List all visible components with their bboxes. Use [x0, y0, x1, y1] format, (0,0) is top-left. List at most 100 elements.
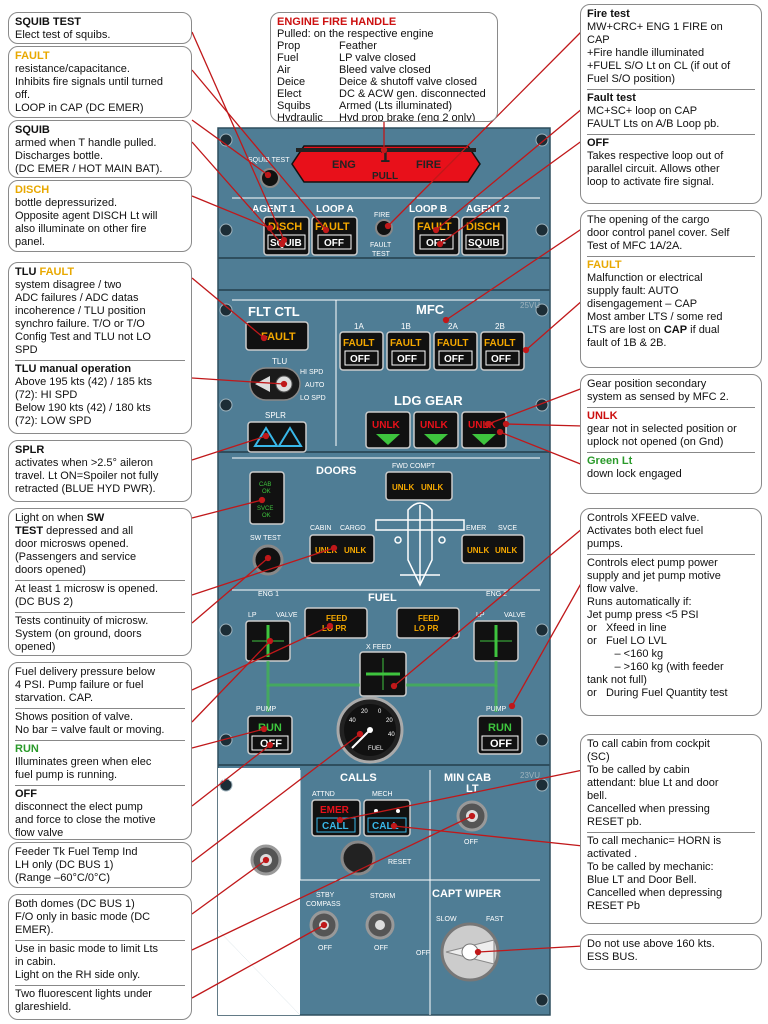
lp-label-1: LP — [248, 612, 257, 619]
callout-fuel-left: Fuel delivery pressure below 4 PSI. Pump… — [8, 662, 192, 840]
cargo-unlk: UNLK — [344, 546, 366, 555]
dome-off-label: OFF — [228, 868, 242, 875]
fuel-label: FUEL — [368, 592, 397, 604]
calls-line: To be called by mechanic: — [587, 861, 714, 873]
emer-unlk: UNLK — [467, 546, 489, 555]
domes-s1-2: EMER). — [15, 924, 54, 936]
xfeed-label: X FEED — [366, 644, 391, 651]
gear-down-arrow — [376, 434, 400, 445]
agent2-squib: SQUIB — [468, 238, 500, 249]
sw-s3-1: System (on ground, doors — [15, 628, 142, 640]
calls-line: RESET Pb — [587, 900, 640, 912]
callout-squib-title: SQUIB — [15, 124, 50, 136]
gauge-tick-4: 40 — [388, 732, 395, 738]
capt-wiper-selector[interactable] — [440, 922, 500, 982]
min-cab-lt-switch[interactable] — [456, 800, 488, 832]
callout-gear: Gear position secondary system as sensed… — [580, 374, 762, 494]
engine-fire-subtitle: Pulled: on the respective engine — [277, 28, 434, 40]
mfc-f1: supply fault: AUTO — [587, 285, 679, 297]
xfeed-button[interactable] — [359, 651, 407, 697]
wiper-off: OFF — [416, 950, 430, 957]
tlu-line-3: synchro failure. T/O or T/O — [15, 318, 145, 330]
valve-label-1: VALVE — [276, 612, 298, 619]
gear-unlk-title: UNLK — [587, 410, 618, 422]
gear-1: system as sensed by MFC 2. — [587, 391, 729, 403]
engine-fire-row-system: Prop — [277, 40, 301, 52]
agent1-button[interactable] — [263, 216, 310, 256]
attnd-call: CALL — [322, 821, 349, 832]
feed-2: FEED — [418, 614, 440, 623]
xfeed-line: flow valve. — [587, 583, 639, 595]
flt-ctl-fault: FAULT — [261, 331, 296, 343]
wiper-fast: FAST — [486, 916, 504, 923]
loopb-label: LOOP B — [409, 204, 447, 215]
domes-s3-1: glareshield. — [15, 1001, 72, 1013]
fault-test-title: Fault test — [587, 92, 636, 104]
tlu-title-amber: FAULT — [39, 266, 75, 278]
engine-fire-row-system: Squibs — [277, 100, 311, 112]
storm-switch[interactable] — [365, 910, 395, 940]
tlu-line-1: ADC failures / ADC datas — [15, 292, 139, 304]
fl-off-title: OFF — [15, 788, 37, 800]
lo-pr-1: LO PR — [322, 624, 347, 633]
off-title: OFF — [587, 137, 609, 149]
fl-s2-1: No bar = valve fault or moving. — [15, 724, 165, 736]
loopb-button[interactable] — [413, 216, 460, 256]
min-cab-off: OFF — [464, 839, 478, 846]
tlu-manual-0: Above 195 kts (42) / 185 kts — [15, 376, 152, 388]
pump-1-button[interactable] — [247, 715, 293, 755]
mfc-f4: LTS are lost on — [587, 324, 664, 336]
fl-s1-1: 4 PSI. Pump failure or fuel — [15, 679, 144, 691]
xfeed-line: Runs automatically if: — [587, 596, 692, 608]
sw-b3: doors opened) — [15, 564, 86, 576]
pump2-off: OFF — [490, 738, 512, 750]
callout-squib-test-body: Elect test of squibs. — [15, 29, 111, 41]
mech-call: CALL — [372, 821, 399, 832]
reset-button[interactable] — [340, 840, 376, 876]
callout-engine-fire-handle: ENGINE FIRE HANDLE Pulled: on the respec… — [270, 12, 498, 122]
xfeed-line: or During Fuel Quantity test — [587, 687, 728, 699]
feeder-2: (Range –60°C/0°C) — [15, 872, 111, 884]
mech-label: MECH — [372, 791, 393, 798]
sw-s2-0: At least 1 microsw is opened. — [15, 583, 159, 595]
engine-fire-row-effect: Hyd prop brake (eng 2 only) — [339, 112, 476, 122]
xf-0: Controls XFEED valve. — [587, 512, 700, 524]
flt-ctl-fault-button[interactable] — [245, 321, 309, 351]
tlu-lo-spd: LO SPD — [300, 395, 326, 402]
mfc-fault: FAULT — [484, 338, 515, 349]
mfc-col-label: 1A — [354, 322, 364, 331]
lp-valve-2-indicator[interactable] — [473, 620, 519, 662]
xfeed-line: Controls elect pump power — [587, 557, 718, 569]
disch-line-3: panel. — [15, 236, 45, 248]
pump-2-button[interactable] — [477, 715, 523, 755]
mfc-fault: FAULT — [343, 338, 374, 349]
agent2-button[interactable] — [461, 216, 508, 256]
fuel-temp-gauge — [336, 696, 404, 764]
cargo-label: CARGO — [340, 525, 366, 532]
mfc-off-frame — [344, 350, 379, 366]
gear-unlk: UNLK — [468, 420, 497, 431]
mfc-off: OFF — [491, 354, 511, 365]
attnd-label: ATTND — [312, 791, 335, 798]
loopa-off: OFF — [324, 238, 344, 249]
ft-4: Fuel S/O position) — [587, 73, 676, 85]
disch-line-1: Opposite agent DISCH Lt will — [15, 210, 158, 222]
xfeed-line: – <160 kg — [587, 648, 664, 660]
splr-button[interactable] — [247, 421, 307, 453]
wiper-1: ESS BUS. — [587, 951, 638, 963]
sw-bold-b: TEST — [15, 525, 44, 537]
agent1-squib: SQUIB — [270, 238, 302, 249]
splr-title: SPLR — [15, 444, 45, 456]
callout-wiper: Do not use above 160 kts. ESS BUS. — [580, 934, 762, 970]
emer-label: EMER — [466, 525, 486, 532]
tlu-line-5: SPD — [15, 344, 38, 356]
fl-s1-2: starvation. CAP. — [15, 692, 94, 704]
flt-ctl-label: FLT CTL — [248, 304, 300, 319]
tlu-line-2: incoherence / TLU position — [15, 305, 146, 317]
calls-line: bell. — [587, 790, 608, 802]
cab-svce-ok-indicator — [249, 471, 285, 525]
